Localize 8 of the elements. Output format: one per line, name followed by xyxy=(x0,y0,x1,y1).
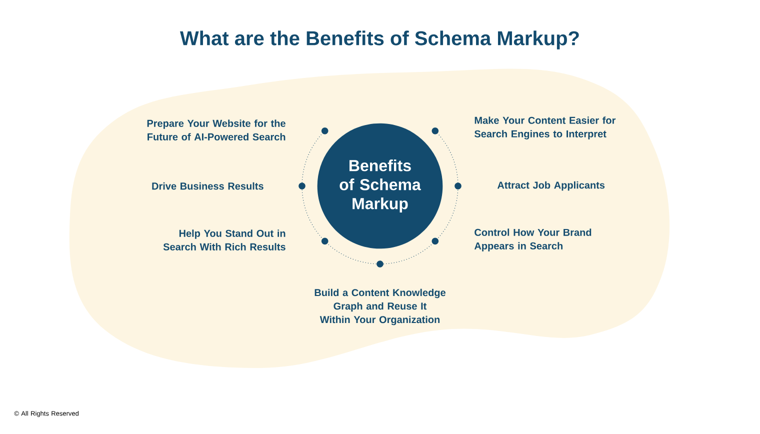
benefit-text: Help You Stand Out in Search With Rich Results xyxy=(163,230,286,250)
benefit-text: Control How Your Brand Appears in Search xyxy=(474,228,592,252)
benefit-text: Build a Content Knowledge Graph and Reuse It Within Your Organization xyxy=(314,288,446,326)
benefit-text: Attract Job Applicants xyxy=(497,181,605,191)
title: What are the Benefits of Schema Markup? xyxy=(180,30,579,50)
benefit-text: Drive Business Results xyxy=(152,182,264,190)
benefit-text: Make Your Content Easier for Search Engines to Interpret xyxy=(474,116,616,140)
benefit-text: Prepare Your Website for the Future of AI-Powered Search xyxy=(147,120,286,140)
